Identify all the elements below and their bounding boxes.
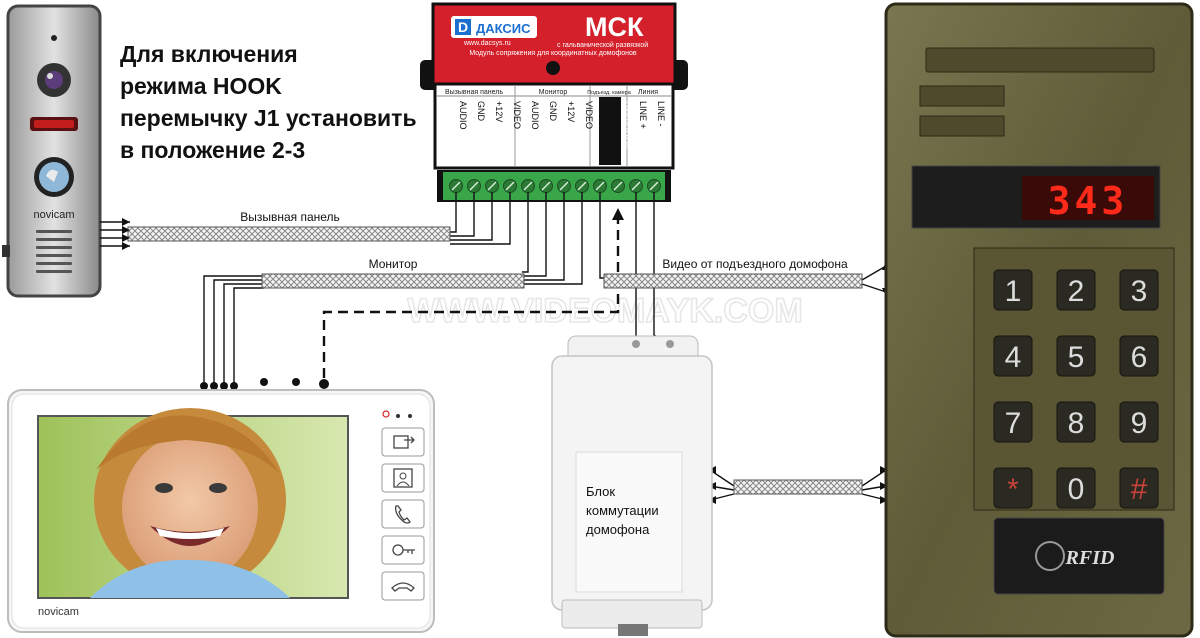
module-subtitle-1: с гальванической развязкой [557,41,648,49]
keypad-key [993,269,1033,311]
cable-box-intercom [733,479,863,495]
keypad-key-label: 1 [1005,275,1022,308]
keypad-key [1056,401,1096,443]
brand-label: novicam [34,209,75,221]
module-led [546,61,560,75]
terminal-screw-slot [595,181,605,191]
hook-instruction-line-2: режима HOOK [120,73,282,99]
cable-video-label: Видео от подъездного домофона [662,257,848,271]
msk-module: D ДАКСИС www.dacsys.ru МСК с гальваничес… [420,2,688,202]
hook-instruction-line-3: перемычку J1 установить [120,105,417,131]
terminal-screw-slot [559,181,569,191]
keypad-key-label: * [1007,473,1019,506]
keypad-key [1119,269,1159,311]
group-camera: Подъезд. камера [587,90,632,96]
svg-text:D: D [458,19,468,35]
speaker-grille [36,230,72,273]
module-subtitle-2: Модуль сопряжения для координатных домоф… [469,50,637,57]
terminal-label: VIDEO [602,101,612,129]
terminal-screw-slot [505,181,515,191]
terminal-label: VIDEO [512,101,522,129]
keypad-key [993,401,1033,443]
entrance-intercom: 343 1 2 3 4 5 6 7 8 9 * 0 # RFID [884,2,1194,638]
terminal-label: GND/HOOK [620,101,630,150]
terminal-screw-slot [649,181,659,191]
group-monitor: Монитор [539,89,568,96]
terminal-screw-slot [631,181,641,191]
monitor-button-view [381,463,425,493]
box-label-line-2: коммутации [586,503,659,518]
cable-monitor-label: Монитор [369,257,418,271]
keypad-key [993,467,1033,509]
terminal-label: GND [548,101,558,122]
monitor-button-transfer [381,427,425,457]
keypad-key [1119,401,1159,443]
terminal-label: +12V [566,101,576,122]
keypad-key-label: # [1131,473,1148,506]
intercom-keypad: 1 2 3 4 5 6 7 8 9 * 0 # [993,269,1159,509]
keypad-key-label: 2 [1068,275,1085,308]
intercom-display: 343 [1048,179,1129,223]
monitor-button-hangup [381,571,425,601]
rfid-icon [1035,541,1065,571]
terminal-label: +12V [494,101,504,122]
keypad-key-label: 7 [1005,407,1022,440]
rfid-label: RFID [1065,547,1115,569]
terminal-screw-slot [451,181,461,191]
keypad-key-label: 4 [1005,341,1022,374]
keypad-key-label: 8 [1068,407,1085,440]
terminal-label: LINE + [638,101,648,129]
monitor-button-unlock [381,535,425,565]
group-call-panel: Вызывная панель [445,89,503,96]
terminal-label: AUDIO [458,101,468,130]
keypad-key [1119,335,1159,377]
group-line: Линия [638,89,658,96]
terminal-screw-slot [487,181,497,191]
brand-name: ДАКСИС [476,21,531,36]
terminal-label: VIDEO [584,101,594,129]
module-model: МСК [585,12,644,42]
keypad-key-label: 6 [1131,341,1148,374]
terminal-screw-slot [523,181,533,191]
terminal-label: AUDIO [530,101,540,130]
hook-instruction-line-4: в положение 2-3 [120,137,306,163]
keypad-key-label: 3 [1131,275,1148,308]
terminal-label: GND [476,101,486,122]
call-panel-device: novicam [2,4,102,298]
monitor-button-call [381,499,425,529]
monitor-brand: novicam [38,606,79,618]
keypad-key [1056,467,1096,509]
terminal-screw-slot [541,181,551,191]
hook-wire [322,214,620,382]
cable-call-panel-label: Вызывная панель [240,210,340,224]
terminal-labels: AUDIO GND +12V VIDEO AUDIO GND +12V VIDEO VIDEO G… [458,101,666,150]
screen-image-child [90,408,290,598]
keypad-key-label: 5 [1068,341,1085,374]
cable-call-panel [127,226,451,242]
keypad-key [1119,467,1159,509]
keypad-key-label: 9 [1131,407,1148,440]
terminal-label: LINE - [656,101,666,127]
cable-monitor [261,273,525,289]
hook-instruction-line-1: Для включения [120,41,298,67]
switching-box: Блок коммутации домофона [551,335,713,636]
box-label-line-1: Блок [586,484,615,499]
keypad-key [1056,335,1096,377]
brand-logo [451,16,537,38]
box-label-line-3: домофона [586,522,650,537]
terminal-screw-slot [613,181,623,191]
keypad-key-label: 0 [1068,473,1085,506]
brand-url: www.dacsys.ru [463,40,511,47]
hook-instruction: Для включения режима HOOK перемычку J1 у… [120,38,420,166]
terminal-screw-slot [577,181,587,191]
indoor-monitor: novicam [7,378,435,633]
keypad-key [1056,269,1096,311]
cable-video [603,273,863,289]
terminal-screw-slot [469,181,479,191]
keypad-key [993,335,1033,377]
